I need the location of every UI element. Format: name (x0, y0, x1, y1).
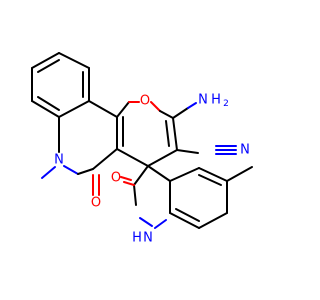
oxindole-ring (120, 165, 171, 229)
quinolinone-oxygen-label: O (91, 196, 101, 211)
molecule-structure: O N H 2 N N O O N H (31, 52, 253, 246)
quinolinone-benzene-ring (31, 52, 90, 118)
nitrile-group (176, 145, 237, 155)
amine-nitrogen-label: N (198, 93, 208, 108)
amino-group-bond (172, 102, 197, 119)
ring-oxygen-label: O (140, 94, 150, 109)
amine-hydrogen-label: H (211, 93, 221, 108)
oxindole-hydrogen-label: H (132, 231, 142, 246)
oxindole-nitrogen-label: N (143, 231, 153, 246)
quinolinone-lactam-ring (41, 100, 118, 196)
oxindole-benzene-ring (169, 166, 253, 229)
molecule-canvas: O N H 2 N N O O N H (31, 52, 253, 246)
amine-subscript-label: 2 (223, 99, 229, 109)
oxindole-oxygen-label: O (111, 171, 121, 186)
pyran-ring (116, 101, 178, 167)
quinolinone-nitrogen-label: N (54, 153, 64, 168)
nitrile-nitrogen-label: N (240, 143, 250, 158)
